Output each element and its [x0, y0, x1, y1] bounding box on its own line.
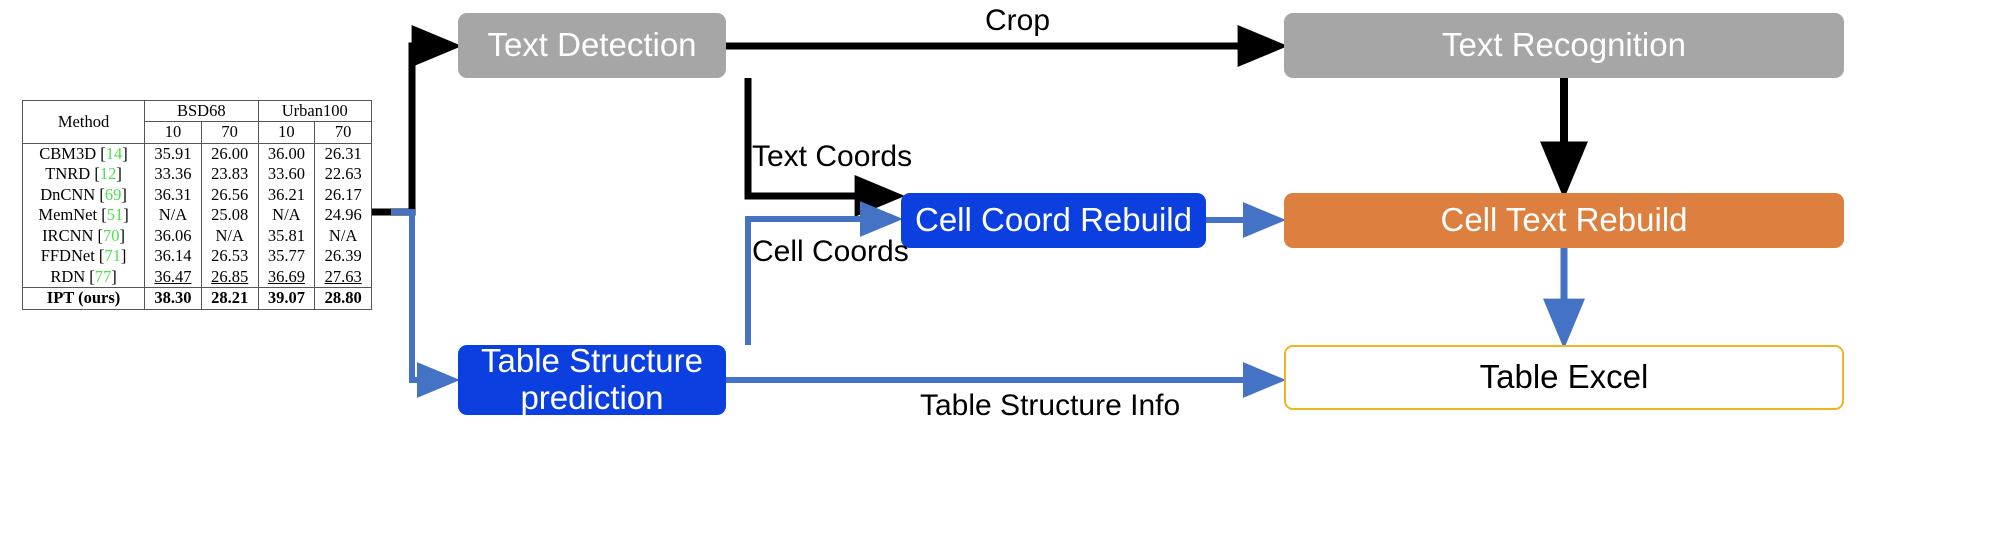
cell-bsd68-70: N/A — [201, 225, 259, 247]
header-sub-urban-10: 10 — [258, 121, 316, 144]
cell-urban100-70: 26.31 — [314, 142, 372, 165]
citation-ref[interactable]: 70 — [103, 225, 120, 245]
header-sub-urban-70: 70 — [314, 121, 372, 144]
cell-method: DnCNN [69] — [22, 184, 146, 206]
cell-bsd68-70: 26.53 — [201, 246, 259, 267]
cell-bsd68-70: 26.85 — [201, 266, 259, 288]
cell-bsd68-70: 25.08 — [201, 205, 259, 226]
citation-ref[interactable]: 77 — [94, 266, 112, 286]
method-name: TNRD — [45, 164, 91, 184]
node-table-excel[interactable]: Table Excel — [1284, 345, 1844, 410]
cell-urban100-10: 36.00 — [258, 142, 316, 165]
node-table-structure-label-line2: prediction — [520, 379, 664, 416]
edge-label-text-coords: Text Coords — [752, 140, 913, 173]
node-text-detection[interactable]: Text Detection — [458, 13, 726, 78]
header-sub-bsd68-70: 70 — [201, 121, 259, 144]
header-group-urban100: Urban100 — [258, 100, 372, 123]
cell-method: MemNet [51] — [22, 205, 146, 226]
cell-method: IPT (ours) — [22, 287, 146, 310]
cell-urban100-10: 36.69 — [258, 266, 316, 288]
method-name: CBM3D — [39, 143, 97, 163]
table-header-row-1: Method BSD68 Urban100 — [22, 100, 372, 144]
cell-urban100-10: 35.77 — [258, 246, 316, 267]
node-table-structure-prediction[interactable]: Table Structure prediction — [458, 342, 726, 416]
citation-ref[interactable]: 51 — [106, 205, 124, 225]
header-method: Method — [22, 100, 146, 144]
citation-ref[interactable]: 14 — [105, 143, 123, 163]
node-cell-coord-rebuild[interactable]: Cell Coord Rebuild — [901, 193, 1206, 248]
paper-table-image: Method BSD68 Urban100 10 70 10 70 CBM3D … — [22, 100, 372, 310]
edge-table-to-structure — [391, 209, 461, 398]
cell-urban100-70: 27.63 — [324, 266, 362, 286]
cell-bsd68-10: 35.91 — [144, 142, 202, 165]
cell-urban100-70: 26.17 — [324, 184, 362, 204]
header-group-bsd68: BSD68 — [144, 100, 259, 123]
edge-label-crop: Crop — [985, 4, 1051, 37]
cell-bsd68-10: 36.06 — [144, 225, 202, 247]
header-sub-bsd68-10: 10 — [144, 121, 202, 144]
table-header-row-2: 10 70 10 70 — [23, 121, 372, 144]
cell-bsd68-70: 26.00 — [201, 142, 259, 165]
node-text-recognition[interactable]: Text Recognition — [1284, 13, 1844, 78]
cell-urban100-10: 33.60 — [258, 164, 316, 185]
method-name: IPT (ours) — [46, 288, 121, 308]
cell-method: RDN [77] — [22, 266, 146, 288]
edge-cell-coords — [745, 201, 904, 345]
method-name: RDN — [50, 266, 86, 286]
cell-bsd68-70: 26.56 — [201, 184, 259, 206]
method-name: IRCNN — [42, 225, 94, 245]
node-cell-text-rebuild-label: Cell Text Rebuild — [1440, 201, 1688, 239]
cell-method: TNRD [12] — [22, 164, 146, 185]
method-name: MemNet — [38, 205, 98, 225]
cell-bsd68-10: 36.47 — [144, 266, 202, 288]
node-table-structure-label-line1: Table Structure — [481, 342, 703, 380]
cell-urban100-10: 36.21 — [258, 184, 316, 206]
cell-bsd68-10: 36.31 — [144, 184, 202, 206]
method-name: DnCNN — [40, 184, 96, 204]
edge-label-cell-coords: Cell Coords — [752, 235, 909, 268]
method-name: FFDNet — [40, 246, 95, 266]
cell-bsd68-10: 33.36 — [144, 164, 202, 185]
citation-ref[interactable]: 69 — [104, 184, 122, 204]
edge-table-to-detection — [372, 25, 463, 216]
cell-urban100-70: 26.39 — [324, 246, 362, 266]
node-cell-coord-rebuild-label: Cell Coord Rebuild — [915, 201, 1192, 239]
cell-method: CBM3D [14] — [22, 142, 146, 165]
citation-ref[interactable]: 71 — [104, 246, 121, 266]
node-table-excel-label: Table Excel — [1479, 358, 1649, 396]
cell-bsd68-70: 28.21 — [201, 287, 259, 310]
cell-urban100-10: 35.81 — [258, 225, 316, 247]
cell-bsd68-10: 36.14 — [144, 246, 202, 267]
results-table: Method BSD68 Urban100 10 70 10 70 CBM3D … — [22, 100, 372, 310]
cell-urban100-70: 28.80 — [314, 287, 372, 310]
edge-label-table-structure-info: Table Structure Info — [920, 389, 1181, 422]
edge-text-coords — [744, 78, 906, 217]
cell-bsd68-70: 23.83 — [201, 164, 259, 185]
node-text-recognition-label: Text Recognition — [1442, 26, 1686, 64]
cell-method: FFDNet [71] — [22, 246, 146, 267]
cell-urban100-70: N/A — [328, 225, 358, 245]
node-cell-text-rebuild[interactable]: Cell Text Rebuild — [1284, 193, 1844, 248]
cell-method: IRCNN [70] — [22, 225, 146, 247]
node-text-detection-label: Text Detection — [487, 26, 697, 64]
cell-urban100-10: N/A — [258, 205, 316, 226]
cell-urban100-70: 22.63 — [324, 164, 362, 184]
citation-ref[interactable]: 12 — [99, 164, 117, 184]
cell-bsd68-10: 38.30 — [144, 287, 202, 310]
cell-urban100-70: 24.96 — [324, 205, 362, 225]
cell-bsd68-10: N/A — [144, 205, 202, 226]
cell-urban100-10: 39.07 — [258, 287, 316, 310]
